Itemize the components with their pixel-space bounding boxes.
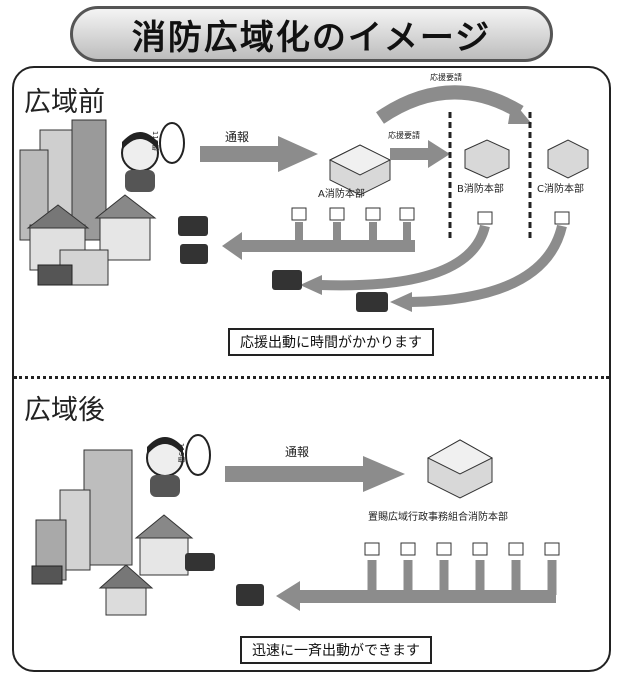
dispatch-arrow-after	[276, 581, 556, 611]
hq-a-building	[328, 144, 392, 196]
phone-bubble-after: 119番	[177, 442, 186, 464]
section-divider	[14, 376, 609, 379]
caller-icon-before	[121, 122, 185, 192]
call-label-before: 通報	[225, 130, 250, 144]
dispatch-arrow-a	[222, 232, 415, 260]
hq-b-building	[464, 139, 510, 179]
support-label-top: 応援要請	[430, 73, 462, 82]
city-buildings-before	[19, 119, 157, 286]
support-arrow-top	[376, 85, 524, 124]
before-heading: 広域前	[24, 87, 105, 118]
hq-c-building	[547, 139, 589, 179]
hq-b-label: B消防本部	[457, 184, 504, 195]
support-arrow-mid	[390, 140, 450, 168]
hq-c-label: C消防本部	[537, 184, 584, 195]
support-label-mid: 応援要請	[388, 131, 420, 140]
hq-a-label: A消防本部	[318, 189, 365, 200]
diagram-frame	[12, 66, 611, 672]
call-label-after: 通報	[285, 445, 310, 459]
call-arrow-after	[225, 456, 405, 492]
caller-icon-after	[146, 434, 211, 497]
caption-before: 応援出動に時間がかかります	[228, 328, 434, 356]
page-title: 消防広域化のイメージ	[70, 6, 553, 62]
call-arrow-before	[200, 136, 318, 172]
dispatch-arrow-c	[409, 224, 567, 307]
phone-bubble-before: 119番	[151, 130, 160, 152]
unified-hq-label: 置賜広域行政事務組合消防本部	[368, 512, 508, 523]
after-heading: 広域後	[24, 395, 105, 426]
stations-a	[291, 207, 415, 221]
dispatch-arrow-b	[319, 224, 490, 291]
fire-truck-icon	[178, 216, 388, 312]
stations-after	[364, 542, 560, 556]
caption-after: 迅速に一斉出動ができます	[240, 636, 432, 664]
unified-hq-building	[426, 439, 494, 499]
city-buildings-after	[31, 449, 194, 616]
